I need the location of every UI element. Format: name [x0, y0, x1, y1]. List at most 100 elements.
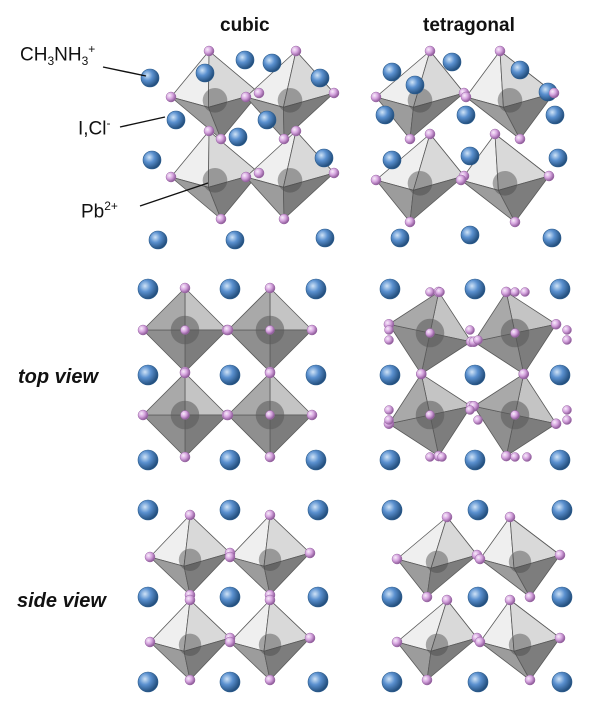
halide-atom [425, 287, 435, 297]
cation-atom [257, 110, 277, 130]
cation-atom [219, 586, 241, 608]
halide-atom [165, 91, 177, 103]
halide-atom [370, 174, 382, 186]
halide-atom [278, 133, 290, 145]
halide-atom [518, 368, 529, 380]
halide-atom [391, 553, 403, 565]
halide-atom [278, 213, 290, 225]
octahedron-face [183, 637, 231, 681]
lead-site [277, 87, 303, 113]
cation-atom [467, 586, 489, 608]
cation-atom [137, 671, 159, 693]
column-title-tetragonal: tetragonal [423, 15, 515, 36]
halide-atom [240, 91, 252, 103]
cation-atom [148, 230, 168, 250]
cation-atom [262, 53, 282, 73]
octahedron-face [142, 287, 186, 331]
halide-atom [328, 167, 340, 179]
lead-site [508, 550, 532, 573]
halide-atom [510, 287, 520, 297]
halide-atom [425, 328, 435, 338]
halide-atom [522, 452, 532, 462]
octahedron-face [207, 172, 260, 220]
cation-atom [225, 230, 245, 250]
halide-atom [264, 674, 276, 686]
halide-atom [425, 410, 435, 420]
halide-atom [370, 91, 382, 103]
lead-site [407, 170, 433, 196]
cation-atom [195, 63, 215, 83]
halide-atom [416, 368, 427, 380]
halide-atom [524, 591, 536, 603]
halide-atom [550, 319, 562, 330]
lead-site [258, 633, 282, 656]
halide-atom [328, 87, 340, 99]
cation-atom [228, 127, 248, 147]
label-lead: Pb2+ [81, 199, 118, 223]
lead-site [258, 548, 282, 571]
halide-atom [180, 325, 190, 335]
halide-atom [501, 450, 512, 462]
halide-atom [222, 409, 234, 421]
cation-pointer-line [102, 66, 147, 77]
halide-atom [264, 282, 276, 294]
halide-atom [509, 216, 521, 228]
cation-atom [548, 148, 568, 168]
halide-atom [290, 125, 302, 137]
halide-atom [184, 509, 196, 521]
cation-atom [307, 499, 329, 521]
halide-atom [562, 335, 572, 345]
halide-atom [253, 167, 265, 179]
cation-atom [381, 499, 403, 521]
halide-atom [562, 415, 572, 425]
lead-site [178, 633, 202, 656]
halide-atom [184, 594, 196, 606]
halide-atom [264, 594, 276, 606]
halide-atom [137, 409, 149, 421]
cation-atom [405, 75, 425, 95]
halide-atom [253, 87, 265, 99]
halide-atom [224, 636, 236, 648]
halide-atom [424, 128, 436, 140]
lead-site [277, 167, 303, 193]
halide-atom [524, 674, 536, 686]
cation-atom [467, 671, 489, 693]
halide-atom [510, 452, 520, 462]
cation-atom [456, 105, 476, 125]
cation-atom [219, 278, 241, 300]
halide-atom [203, 125, 215, 137]
halide-atom [304, 632, 316, 644]
halide-atom [304, 547, 316, 559]
cation-atom [314, 148, 334, 168]
halide-atom [222, 324, 234, 336]
halide-atom [384, 325, 394, 335]
halide-atom [184, 674, 196, 686]
halide-atom [473, 415, 483, 425]
lead-pointer-line [139, 182, 209, 207]
halide-atom [384, 415, 394, 425]
cation-atom [219, 499, 241, 521]
cation-atom [140, 68, 160, 88]
halide-atom [290, 45, 302, 57]
cation-atom [442, 52, 462, 72]
halide-pointer-line [119, 116, 166, 128]
halide-atom [224, 551, 236, 563]
halide-atom [441, 511, 453, 523]
cation-atom [137, 449, 159, 471]
cation-atom [137, 278, 159, 300]
lead-site [202, 87, 228, 113]
halide-atom [473, 335, 483, 345]
octahedron-face [207, 92, 260, 140]
cation-atom [219, 364, 241, 386]
label-cation: CH3NH3+ [20, 42, 96, 69]
cation-atom [379, 449, 401, 471]
label-halide: I,Cl- [78, 116, 111, 140]
halide-atom [215, 133, 227, 145]
cation-atom [510, 60, 530, 80]
cation-atom [305, 449, 327, 471]
octahedron-face [513, 637, 561, 681]
cation-atom [549, 278, 571, 300]
cation-atom [382, 150, 402, 170]
halide-atom [465, 325, 475, 335]
octahedron-face [227, 287, 271, 331]
